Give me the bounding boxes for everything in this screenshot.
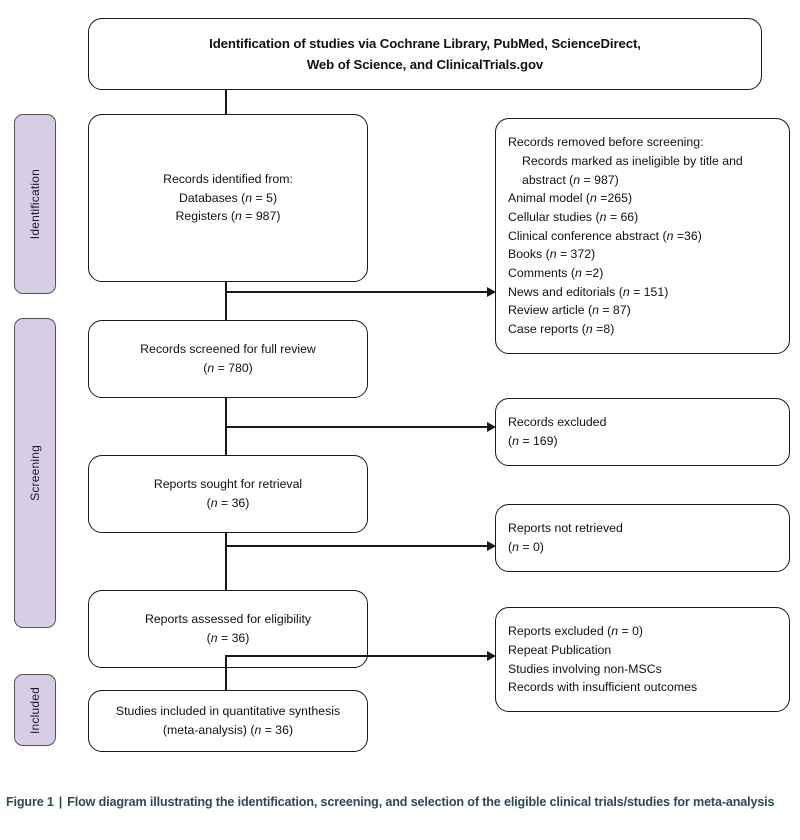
- header-line-2: Web of Science, and ClinicalTrials.gov: [306, 57, 544, 72]
- connector-branch-not-retrieved: [225, 545, 490, 547]
- stage-label-screening-text: Screening: [28, 445, 42, 501]
- box-line: Animal model (n =265): [508, 191, 633, 206]
- box-line: Case reports (n =8): [508, 322, 615, 337]
- box-line: Comments (n =2): [508, 266, 604, 281]
- arrow-records-removed: [487, 287, 496, 297]
- box-reports-not-retrieved: Reports not retrieved (n = 0): [495, 504, 790, 572]
- box-line: Records removed before screening:: [508, 135, 704, 150]
- arrow-reports-excluded: [487, 651, 496, 661]
- stage-label-identification: Identification: [14, 114, 56, 294]
- box-reports-excluded: Reports excluded (n = 0) Repeat Publicat…: [495, 607, 790, 712]
- box-line: Books (n = 372): [508, 247, 596, 262]
- box-line: Records screened for full review: [140, 342, 316, 357]
- box-line: Reports assessed for eligibility: [144, 612, 312, 627]
- stage-label-screening: Screening: [14, 318, 56, 628]
- connector-branch-reports-excluded: [225, 655, 490, 657]
- box-line: Clinical conference abstract (n =36): [508, 228, 702, 243]
- header-box: Identification of studies via Cochrane L…: [88, 18, 762, 90]
- box-line: Records excluded: [508, 415, 607, 430]
- connector-assessed-branch-stub: [225, 655, 227, 669]
- arrow-records-excluded: [487, 422, 496, 432]
- connector-header-to-identified: [225, 90, 227, 114]
- figure-caption-label: Figure 1: [6, 795, 54, 809]
- box-records-excluded: Records excluded (n = 169): [495, 398, 790, 466]
- box-line: (n = 36): [206, 631, 250, 645]
- box-line: (n = 36): [206, 496, 250, 510]
- box-line: Reports sought for retrieval: [153, 477, 303, 492]
- box-line: (n = 0): [508, 540, 544, 554]
- stage-label-included: Included: [14, 674, 56, 746]
- box-line: Reports excluded (n = 0): [508, 624, 644, 639]
- connector-assessed-to-included: [225, 668, 227, 690]
- connector-sought-to-assessed: [225, 533, 227, 590]
- box-line: (n = 780): [203, 361, 253, 375]
- box-line: Studies included in quantitative synthes…: [115, 704, 341, 719]
- box-line: Studies involving non-MSCs: [508, 661, 662, 676]
- box-line: Review article (n = 87): [508, 303, 631, 318]
- box-studies-included: Studies included in quantitative synthes…: [88, 690, 368, 752]
- box-line: Records identified from:: [163, 171, 293, 186]
- box-line: Databases (n = 5): [178, 190, 278, 205]
- box-line: News and editorials (n = 151): [508, 284, 669, 299]
- stage-label-identification-text: Identification: [28, 168, 42, 240]
- box-line: (n = 169): [508, 434, 558, 448]
- figure-caption: Figure 1 | Flow diagram illustrating the i…: [6, 792, 794, 812]
- box-line: (meta-analysis) (n = 36): [162, 723, 294, 737]
- box-records-removed: Records removed before screening: Record…: [495, 118, 790, 354]
- figure-caption-text: Flow diagram illustrating the identifica…: [67, 795, 775, 809]
- arrow-not-retrieved: [487, 541, 496, 551]
- header-line-1: Identification of studies via Cochrane L…: [209, 35, 641, 51]
- box-line: Cellular studies (n = 66): [508, 209, 639, 224]
- connector-identified-to-screened: [225, 282, 227, 320]
- box-line: Records with insufficient outcomes: [508, 680, 698, 695]
- connector-branch-records-removed: [225, 291, 490, 293]
- connector-branch-records-excluded: [225, 426, 490, 428]
- box-line: Records marked as ineligible by title an…: [522, 153, 743, 187]
- box-line: Repeat Publication: [508, 642, 612, 657]
- box-line: Registers (n = 987): [175, 209, 281, 224]
- box-records-identified: Records identified from: Databases (n = …: [88, 114, 368, 282]
- stage-label-included-text: Included: [28, 686, 42, 734]
- figure-caption-separator: |: [58, 795, 63, 809]
- box-line: Reports not retrieved: [508, 521, 623, 536]
- box-reports-sought: Reports sought for retrieval (n = 36): [88, 455, 368, 533]
- box-records-screened: Records screened for full review (n = 78…: [88, 320, 368, 398]
